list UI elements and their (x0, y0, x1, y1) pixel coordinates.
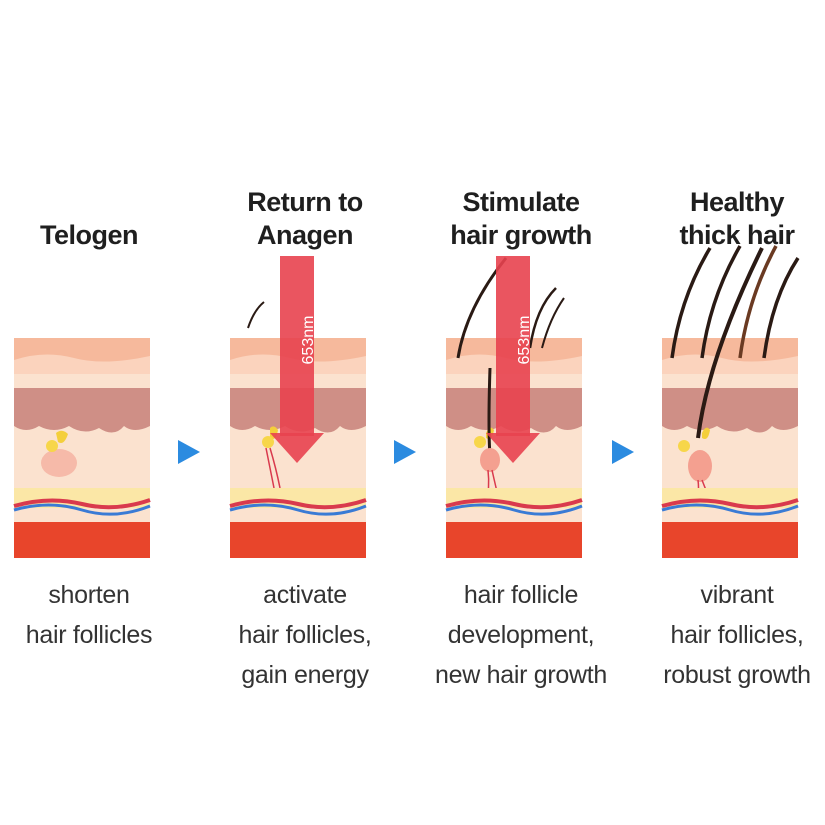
stage-caption: hair follicle development, new hair grow… (416, 575, 626, 695)
stage-caption: vibrant hair follicles, robust growth (632, 575, 825, 695)
wavelength-label: 653nm (516, 280, 534, 400)
stage-title: Telogen (4, 219, 174, 252)
next-arrow (178, 440, 200, 464)
stage-caption: activate hair follicles, gain energy (200, 575, 410, 695)
stage-caption: shorten hair follicles (0, 575, 194, 655)
skin-cross-section-growth (446, 338, 582, 558)
stage-title: Healthy thick hair (652, 186, 822, 252)
wavelength-label: 653nm (300, 280, 318, 400)
skin-cross-section-healthy (662, 338, 798, 558)
skin-cross-section-telogen (14, 338, 150, 558)
next-arrow (612, 440, 634, 464)
stage-title: Return to Anagen (220, 186, 390, 252)
stage-title: Stimulate hair growth (436, 186, 606, 252)
skin-cross-section-anagen (230, 338, 366, 558)
next-arrow (394, 440, 416, 464)
